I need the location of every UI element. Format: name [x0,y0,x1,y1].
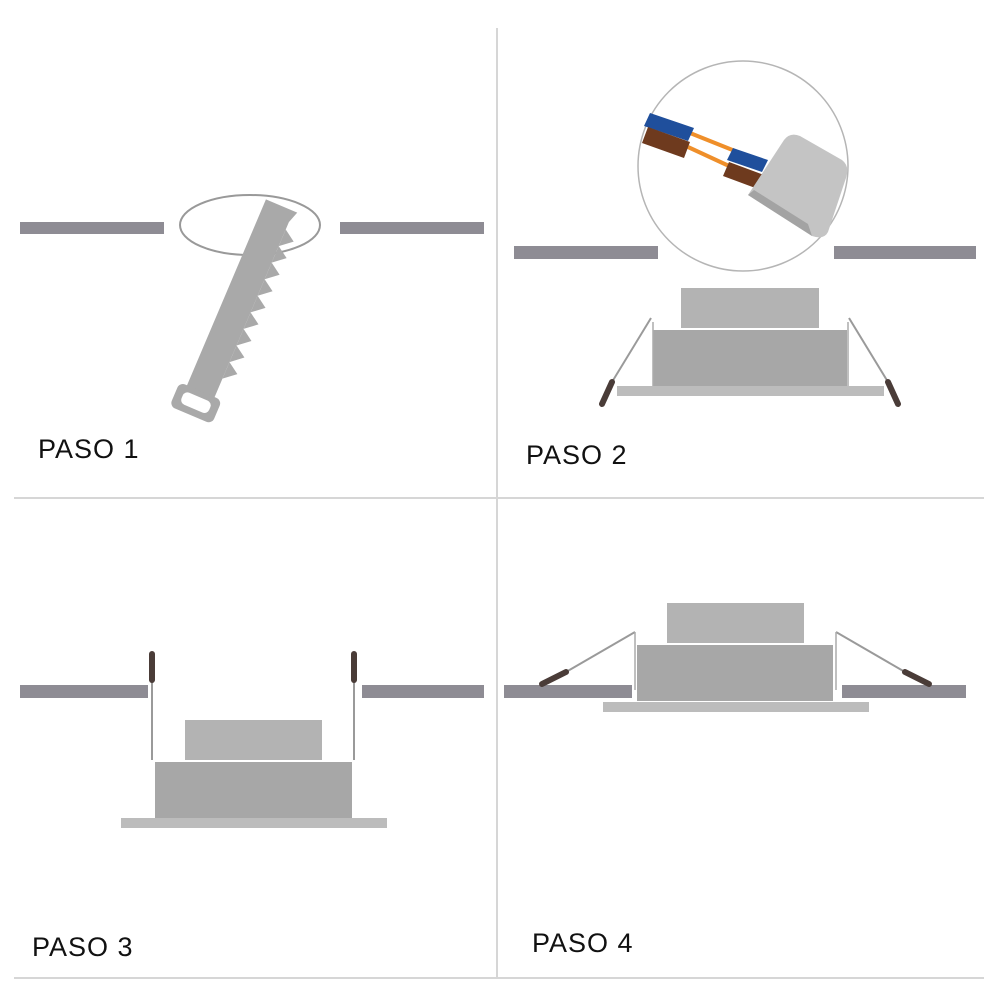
blue-wire [644,113,694,141]
step-3-label: PASO 3 [32,932,134,962]
brown-wire-end [723,162,764,189]
spring-clip-left [611,317,652,383]
ceiling-right [340,222,484,234]
clip-handle-left [599,379,615,407]
fixture-trim [617,386,884,396]
spring-clip-right [848,317,889,383]
fixture-trim [603,702,869,712]
saw-icon [171,199,298,423]
fixture-body [155,762,352,818]
saw-handle-hole [181,392,211,413]
fixture-trim [121,818,387,828]
brown-wire [642,127,690,158]
fixture-body [637,645,833,701]
downlight-icon [599,288,901,407]
step-1-illustration [20,194,484,423]
spring-clip-right [835,631,906,673]
step-1-label: PASO 1 [38,434,140,464]
panel-grid [14,28,984,979]
step-4-label: PASO 4 [532,928,634,958]
spring-clip-left [565,631,636,673]
fixture-top [667,603,804,643]
clip-handle-left [539,669,569,687]
ceiling-left [504,685,632,698]
ceiling-left [20,222,164,234]
fixture-top [681,288,819,328]
ceiling-right [362,685,484,698]
fixture-body [653,330,847,386]
step-2-label: PASO 2 [526,440,628,470]
ceiling-right [842,685,966,698]
clip-handle-right [885,379,901,407]
downlight-icon [539,603,932,712]
downlight-icon [121,651,387,828]
ceiling-left [20,685,148,698]
clip-handle-right [902,669,932,687]
wire-connection-icon [642,113,848,238]
step-3-illustration [20,651,484,828]
blue-wire-end [727,148,768,172]
step-2-illustration [514,60,976,407]
connector-block [748,134,848,238]
fixture-top [185,720,322,760]
step-4-illustration [504,603,966,712]
ceiling-right [834,246,976,259]
ceiling-left [514,246,658,259]
